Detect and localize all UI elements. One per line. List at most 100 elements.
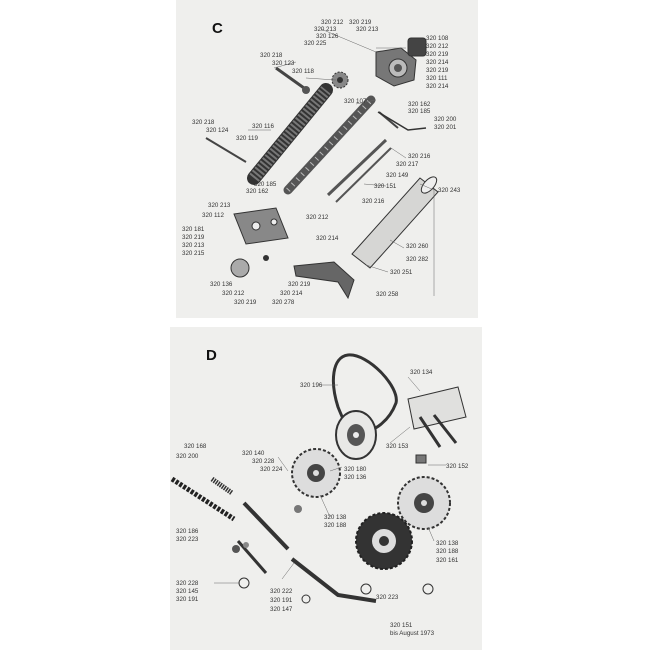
ring-1 (238, 577, 250, 589)
spring (210, 476, 234, 496)
part-label: 320 218 (192, 119, 215, 126)
part-label: 320 107 (344, 98, 367, 105)
part-label: 320 215 (182, 250, 205, 257)
part-label: 320 151 (374, 183, 397, 190)
part-label: 320 185 (408, 108, 431, 115)
part-label: 320 214 (426, 59, 449, 66)
panel-c-drawing: 320 212 320 219 320 213 320 213 320 126 … (182, 19, 461, 306)
part-label: 320 136 (344, 474, 367, 481)
part-label: 320 112 (202, 212, 224, 219)
part-label: 320 212 (426, 43, 449, 50)
part-label: 320 219 (182, 234, 205, 241)
part-label: 320 188 (436, 548, 459, 555)
part-label: 320 258 (376, 291, 399, 298)
part-label: 320 212 (321, 19, 344, 26)
part-label: 320 219 (426, 67, 449, 74)
part-label: 320 191 (270, 597, 293, 604)
part-label: 320 196 (300, 382, 323, 389)
bolt-left (205, 137, 247, 163)
part-label: 320 201 (434, 124, 457, 131)
part-label: 320 212 (222, 290, 245, 297)
bushing (294, 505, 302, 513)
part-label: 320 124 (206, 127, 229, 134)
l-rod (377, 111, 427, 131)
part-label: 320 111 (426, 75, 448, 82)
panel-d-drawing: 320 196 320 134 320 153 320 152 320 168 … (170, 353, 469, 637)
part-label: 320 161 (436, 557, 459, 564)
part-label: 320 149 (386, 172, 409, 179)
leader-lines (214, 376, 446, 584)
part-label: 320 219 (288, 281, 311, 288)
part-label: 320 168 (184, 443, 207, 450)
part-label: 320 153 (386, 443, 409, 450)
part-label: 320 134 (410, 369, 433, 376)
ring-4 (422, 583, 434, 595)
pulley (335, 410, 377, 460)
bolt-head (302, 86, 310, 94)
part-label: 320 126 (316, 33, 339, 40)
bolt (275, 66, 305, 90)
ring-2 (301, 594, 311, 604)
lever-arm (293, 261, 355, 300)
part-label: 320 213 (356, 26, 379, 33)
part-label: 320 213 (314, 26, 337, 33)
part-label: 320 186 (176, 528, 199, 535)
part-label: 320 162 (408, 101, 431, 108)
part-label: 320 188 (324, 522, 347, 529)
panel-d-letter: D (206, 347, 217, 364)
part-label: 320 151 (390, 622, 413, 629)
part-label: 320 136 (210, 281, 233, 288)
part-label: 320 162 (246, 188, 269, 195)
arm-2 (290, 557, 377, 603)
part-label: 320 251 (390, 269, 413, 276)
part-label: 320 225 (304, 40, 327, 47)
part-label: 320 219 (234, 299, 257, 306)
nut (263, 255, 269, 261)
ring-3 (360, 583, 372, 595)
leader-lines (248, 28, 407, 273)
ball (230, 258, 250, 278)
part-labels: 320 196 320 134 320 153 320 152 320 168 … (176, 369, 469, 637)
mounting-bracket (407, 386, 467, 448)
collar (415, 454, 427, 464)
auger-roller (247, 83, 333, 185)
part-label: 320 278 (272, 299, 295, 306)
part-label: 320 119 (236, 135, 258, 142)
chain (170, 476, 236, 522)
large-sprocket (355, 512, 413, 570)
nut-1 (232, 545, 240, 553)
part-labels: 320 212 320 219 320 213 320 213 320 126 … (182, 19, 461, 306)
part-label: 320 213 (208, 202, 231, 209)
part-label: 320 219 (349, 19, 372, 26)
panel-c-letter: C (212, 20, 223, 37)
date-note: bis August 1973 (390, 630, 435, 637)
part-label: 320 181 (182, 226, 205, 233)
part-label: 320 138 (436, 540, 459, 547)
side-bar-2 (335, 147, 392, 203)
gear-housing (375, 37, 427, 87)
part-label: 320 214 (316, 235, 339, 242)
part-label: 320 228 (176, 580, 199, 587)
part-label: 320 145 (176, 588, 199, 595)
part-label: 320 228 (252, 458, 275, 465)
large-roller (351, 176, 439, 269)
part-label: 320 140 (242, 450, 265, 457)
part-label: 320 116 (252, 123, 274, 130)
side-bar-1 (326, 138, 388, 197)
part-label: 320 216 (362, 198, 385, 205)
arm-3 (236, 540, 268, 574)
part-label: 320 214 (426, 83, 449, 90)
part-label: 320 243 (438, 187, 461, 194)
part-label: 320 118 (292, 68, 314, 75)
part-label: 320 147 (270, 606, 293, 613)
part-label: 320 123 (272, 60, 295, 67)
part-label: 320 191 (176, 596, 199, 603)
part-label: 320 212 (306, 214, 329, 221)
part-label: 320 282 (406, 256, 429, 263)
part-label: 320 180 (344, 466, 367, 473)
part-label: 320 260 (406, 243, 429, 250)
part-label: 320 217 (396, 161, 419, 168)
part-label: 320 223 (376, 594, 399, 601)
arm-1 (242, 501, 290, 551)
part-label: 320 218 (260, 52, 283, 59)
